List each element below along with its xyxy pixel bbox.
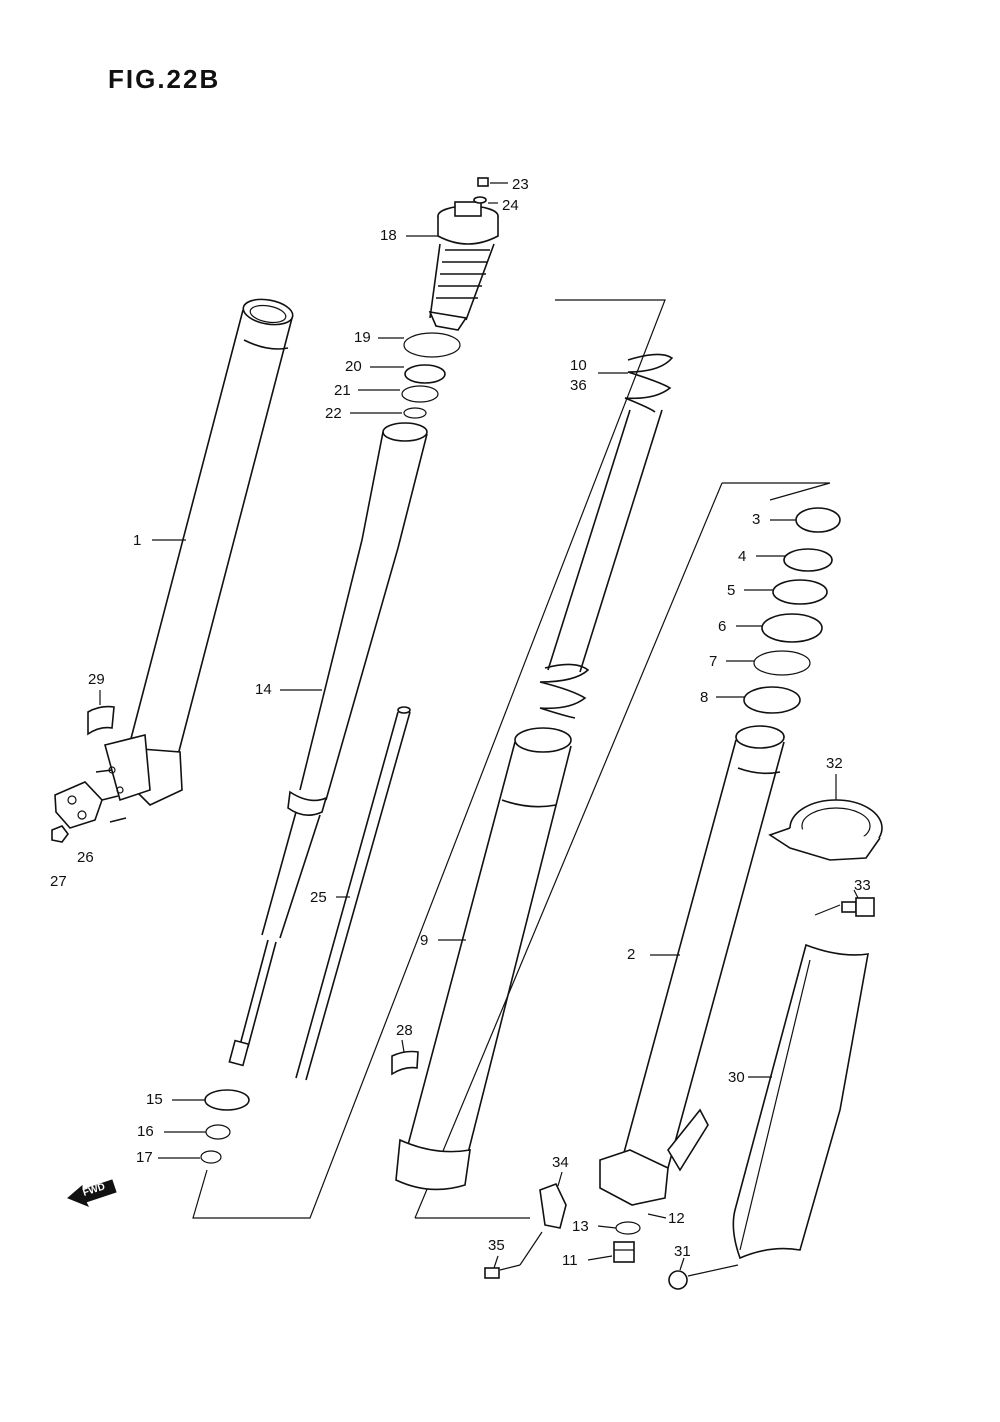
callout-20: 20 bbox=[345, 358, 362, 375]
figure-title: FIG.22B bbox=[108, 64, 221, 94]
callout-9: 9 bbox=[420, 932, 428, 949]
callout-35: 35 bbox=[488, 1237, 505, 1254]
callout-1: 1 bbox=[133, 532, 141, 549]
callout-36: 36 bbox=[570, 377, 587, 394]
part-25-rod bbox=[295, 706, 411, 1081]
callout-14: 14 bbox=[255, 681, 272, 698]
part-30-fork-guard bbox=[732, 943, 869, 1260]
callout-13: 13 bbox=[572, 1218, 589, 1235]
part-20-spacer bbox=[404, 364, 446, 384]
callout-31: 31 bbox=[674, 1243, 691, 1260]
part-31-bolt bbox=[668, 1264, 739, 1290]
part-26-clamp bbox=[54, 781, 103, 829]
part-22-ring bbox=[403, 407, 427, 419]
callout-30: 30 bbox=[728, 1069, 745, 1086]
callout-12: 12 bbox=[668, 1210, 685, 1227]
part-19-o-ring bbox=[403, 332, 461, 358]
part-15-piston-ring bbox=[204, 1089, 250, 1111]
part-5-oil-seal bbox=[772, 579, 828, 605]
callout-2: 2 bbox=[627, 946, 635, 963]
callout-33: 33 bbox=[854, 877, 871, 894]
part-32-clamp bbox=[768, 799, 883, 861]
part-13-washer bbox=[615, 1221, 641, 1235]
callout-18: 18 bbox=[380, 227, 397, 244]
part-17-ring bbox=[200, 1150, 222, 1164]
part-18-cap-bolt bbox=[428, 201, 499, 331]
part-23-screw bbox=[477, 177, 489, 187]
part-10-fork-spring bbox=[539, 353, 674, 719]
leader-lines bbox=[152, 182, 859, 1271]
callout-26: 26 bbox=[77, 849, 94, 866]
callout-23: 23 bbox=[512, 176, 529, 193]
part-27-nut bbox=[51, 825, 69, 843]
forward-arrow-icon: FWD bbox=[67, 1179, 117, 1207]
callouts: 1 2 3 4 5 6 7 8 9 10 36 11 12 13 14 15 1… bbox=[50, 176, 871, 1269]
assembly-frame-left bbox=[192, 299, 666, 1219]
callout-6: 6 bbox=[718, 618, 726, 635]
part-29-label bbox=[87, 690, 115, 736]
part-11-drain-bolt bbox=[613, 1241, 635, 1263]
part-34-bracket bbox=[519, 1182, 567, 1266]
callout-28: 28 bbox=[396, 1022, 413, 1039]
callout-15: 15 bbox=[146, 1091, 163, 1108]
callout-19: 19 bbox=[354, 329, 371, 346]
part-28-label bbox=[391, 1050, 419, 1076]
callout-29: 29 bbox=[88, 671, 105, 688]
callout-7: 7 bbox=[709, 653, 717, 670]
part-6-dust-seal bbox=[761, 613, 823, 643]
part-33-bolt bbox=[814, 897, 875, 917]
part-35-bolt bbox=[484, 1264, 521, 1279]
part-2-outer-tube bbox=[599, 725, 785, 1206]
callout-4: 4 bbox=[738, 548, 746, 565]
part-16-ring bbox=[205, 1124, 231, 1140]
part-7-stopper-ring bbox=[753, 650, 811, 676]
callout-5: 5 bbox=[727, 582, 735, 599]
callout-25: 25 bbox=[310, 889, 327, 906]
part-3-bushing bbox=[795, 507, 841, 533]
callout-22: 22 bbox=[325, 405, 342, 422]
part-4-washer bbox=[783, 548, 833, 572]
part-1-outer-tube bbox=[95, 298, 294, 823]
part-9-inner-tube bbox=[395, 727, 572, 1191]
callout-3: 3 bbox=[752, 511, 760, 528]
callout-32: 32 bbox=[826, 755, 843, 772]
callout-34: 34 bbox=[552, 1154, 569, 1171]
part-14-damper-rod bbox=[228, 422, 428, 1067]
part-21-ring bbox=[401, 385, 439, 403]
callout-27: 27 bbox=[50, 873, 67, 890]
callout-21: 21 bbox=[334, 382, 351, 399]
callout-11: 11 bbox=[562, 1252, 578, 1269]
callout-24: 24 bbox=[502, 197, 519, 214]
callout-10: 10 bbox=[570, 357, 587, 374]
part-24-washer bbox=[473, 196, 487, 204]
callout-16: 16 bbox=[137, 1123, 154, 1140]
assembly-frame-right bbox=[414, 482, 831, 1219]
callout-8: 8 bbox=[700, 689, 708, 706]
callout-17: 17 bbox=[136, 1149, 153, 1166]
part-8-seal bbox=[743, 686, 801, 714]
